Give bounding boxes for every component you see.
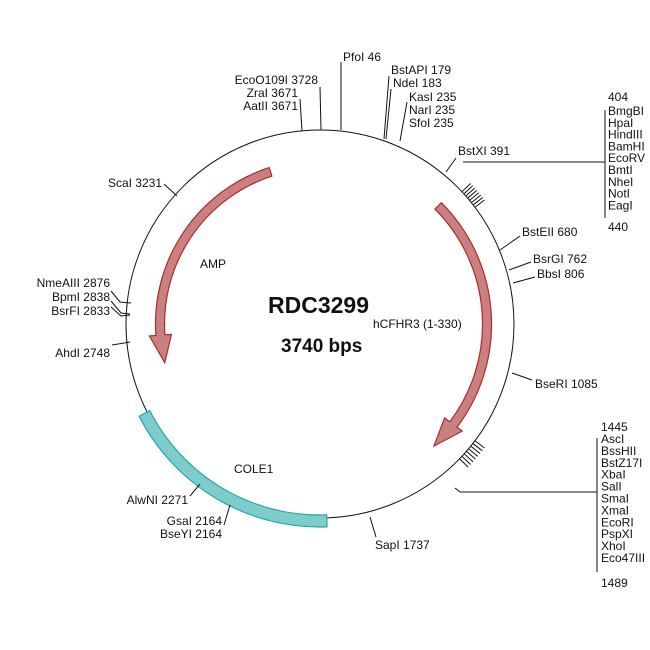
svg-text:SapI 1737: SapI 1737 xyxy=(375,538,430,552)
svg-text:SfoI 235: SfoI 235 xyxy=(409,116,454,130)
site-bsteii: BstEII 680 xyxy=(499,225,578,251)
svg-text:AatII 3671: AatII 3671 xyxy=(243,99,298,113)
site-ecoo109i: EcoO109I 3728 xyxy=(235,73,322,131)
site-bseri: BseRI 1085 xyxy=(511,372,598,391)
mcs-enzyme: XmaI xyxy=(601,503,629,517)
mcs-enzyme: HpaI xyxy=(608,116,633,130)
site-tick xyxy=(461,455,471,465)
site-tick xyxy=(474,199,485,208)
site-nmeaiii-bpmi-bsrfi: NmeAIII 2876 BpmI 2838 BsrFI 2833 xyxy=(37,276,132,318)
svg-text:BseRI 1085: BseRI 1085 xyxy=(535,377,598,391)
site-tick xyxy=(459,458,469,468)
amp-arrow xyxy=(148,166,273,365)
svg-text:1445: 1445 xyxy=(601,420,628,434)
site-tick xyxy=(472,443,483,452)
site-ahdi: AhdI 2748 xyxy=(55,341,131,360)
site-tick xyxy=(461,183,471,193)
svg-text:ZraI 3671: ZraI 3671 xyxy=(247,86,299,100)
site-tick xyxy=(463,185,474,195)
mcs1: 404 440 BmgBIHpaIHindIIIBamHIEcoRVBmtINh… xyxy=(461,90,645,234)
mcs-enzyme: HindIII xyxy=(608,128,643,142)
svg-text:BstAPI 179: BstAPI 179 xyxy=(391,63,451,77)
svg-text:BsrGI 762: BsrGI 762 xyxy=(533,252,587,266)
mcs-enzyme: SalI xyxy=(601,480,622,494)
site-tick xyxy=(463,453,474,463)
site-tick xyxy=(469,192,480,201)
mcs-enzyme: SmaI xyxy=(601,492,629,506)
svg-text:PfoI 46: PfoI 46 xyxy=(343,50,381,64)
svg-text:AlwNI 2271: AlwNI 2271 xyxy=(127,493,189,507)
mcs2: 1445 1489 AscIBssHIIBstZ17IXbaISalISmaIX… xyxy=(454,420,645,590)
mcs-enzyme: NotI xyxy=(608,187,630,201)
mcs-enzyme: BmgBI xyxy=(608,104,644,118)
svg-text:BseYI 2164: BseYI 2164 xyxy=(160,527,222,541)
site-tick xyxy=(467,190,478,199)
svg-text:NmeAIII 2876: NmeAIII 2876 xyxy=(37,276,111,290)
site-tick xyxy=(466,450,476,460)
mcs-enzyme: BamHI xyxy=(608,139,645,153)
svg-text:BbsI 806: BbsI 806 xyxy=(537,267,585,281)
plasmid-size: 3740 bps xyxy=(281,336,362,357)
site-tick xyxy=(472,197,483,206)
site-tick xyxy=(471,194,482,204)
amp-label: AMP xyxy=(200,257,226,271)
site-sapi: SapI 1737 xyxy=(369,516,430,552)
svg-text:440: 440 xyxy=(608,220,628,234)
svg-text:404: 404 xyxy=(608,90,628,104)
mcs-enzyme: EcoRV xyxy=(608,151,645,165)
site-bstxi: BstXI 391 xyxy=(445,144,510,173)
svg-text:GsaI 2164: GsaI 2164 xyxy=(167,514,223,528)
mcs-enzyme: Eco47III xyxy=(601,551,645,565)
site-scai: ScaI 3231 xyxy=(108,176,178,197)
svg-text:AhdI 2748: AhdI 2748 xyxy=(55,346,110,360)
mcs-enzyme: BstZ17I xyxy=(601,456,642,470)
hcfhr3-arrow xyxy=(432,201,493,448)
svg-text:BsrFI 2833: BsrFI 2833 xyxy=(51,304,110,318)
mcs-enzyme: PspXI xyxy=(601,527,633,541)
site-bsrgi: BsrGI 762 xyxy=(508,252,587,271)
mcs-enzyme: EagI xyxy=(608,198,633,212)
site-tick xyxy=(470,445,481,455)
site-kasi-nari-sfoi: KasI 235 NarI 235 SfoI 235 xyxy=(399,90,457,142)
mcs-enzyme: EcoRI xyxy=(601,515,634,529)
svg-text:EcoO109I 3728: EcoO109I 3728 xyxy=(235,73,319,87)
svg-text:1489: 1489 xyxy=(601,576,628,590)
svg-text:BstEII 680: BstEII 680 xyxy=(522,225,578,239)
site-zrai-aatii: ZraI 3671 AatII 3671 xyxy=(243,86,303,132)
svg-text:NarI 235: NarI 235 xyxy=(409,103,455,117)
cole1-label: COLE1 xyxy=(234,462,274,476)
site-tick xyxy=(465,187,476,197)
svg-text:BstXI 391: BstXI 391 xyxy=(458,144,510,158)
svg-text:KasI 235: KasI 235 xyxy=(409,90,457,104)
mcs-enzyme: BmtI xyxy=(608,163,633,177)
site-tick xyxy=(474,440,485,449)
site-tick xyxy=(468,448,479,457)
site-bbsi: BbsI 806 xyxy=(512,267,585,284)
mcs-enzyme: NheI xyxy=(608,175,633,189)
site-bstapi-ndei: BstAPI 179 NdeI 183 xyxy=(383,63,451,140)
svg-text:BpmI 2838: BpmI 2838 xyxy=(52,290,110,304)
cole1-feature xyxy=(138,409,328,528)
site-pfoi: PfoI 46 xyxy=(340,50,381,130)
plasmid-name: RDC3299 xyxy=(268,292,369,318)
mcs-enzyme: XhoI xyxy=(601,539,626,553)
mcs-enzyme: AscI xyxy=(601,432,624,446)
mcs-enzyme: XbaI xyxy=(601,468,626,482)
site-gsai-bseyi: GsaI 2164 BseYI 2164 xyxy=(160,504,231,541)
svg-text:NdeI 183: NdeI 183 xyxy=(393,76,442,90)
insert-label: hCFHR3 (1-330) xyxy=(373,317,462,331)
svg-text:ScaI 3231: ScaI 3231 xyxy=(108,176,162,190)
site-alwni: AlwNI 2271 xyxy=(127,483,201,507)
mcs-enzyme: BssHII xyxy=(601,444,636,458)
